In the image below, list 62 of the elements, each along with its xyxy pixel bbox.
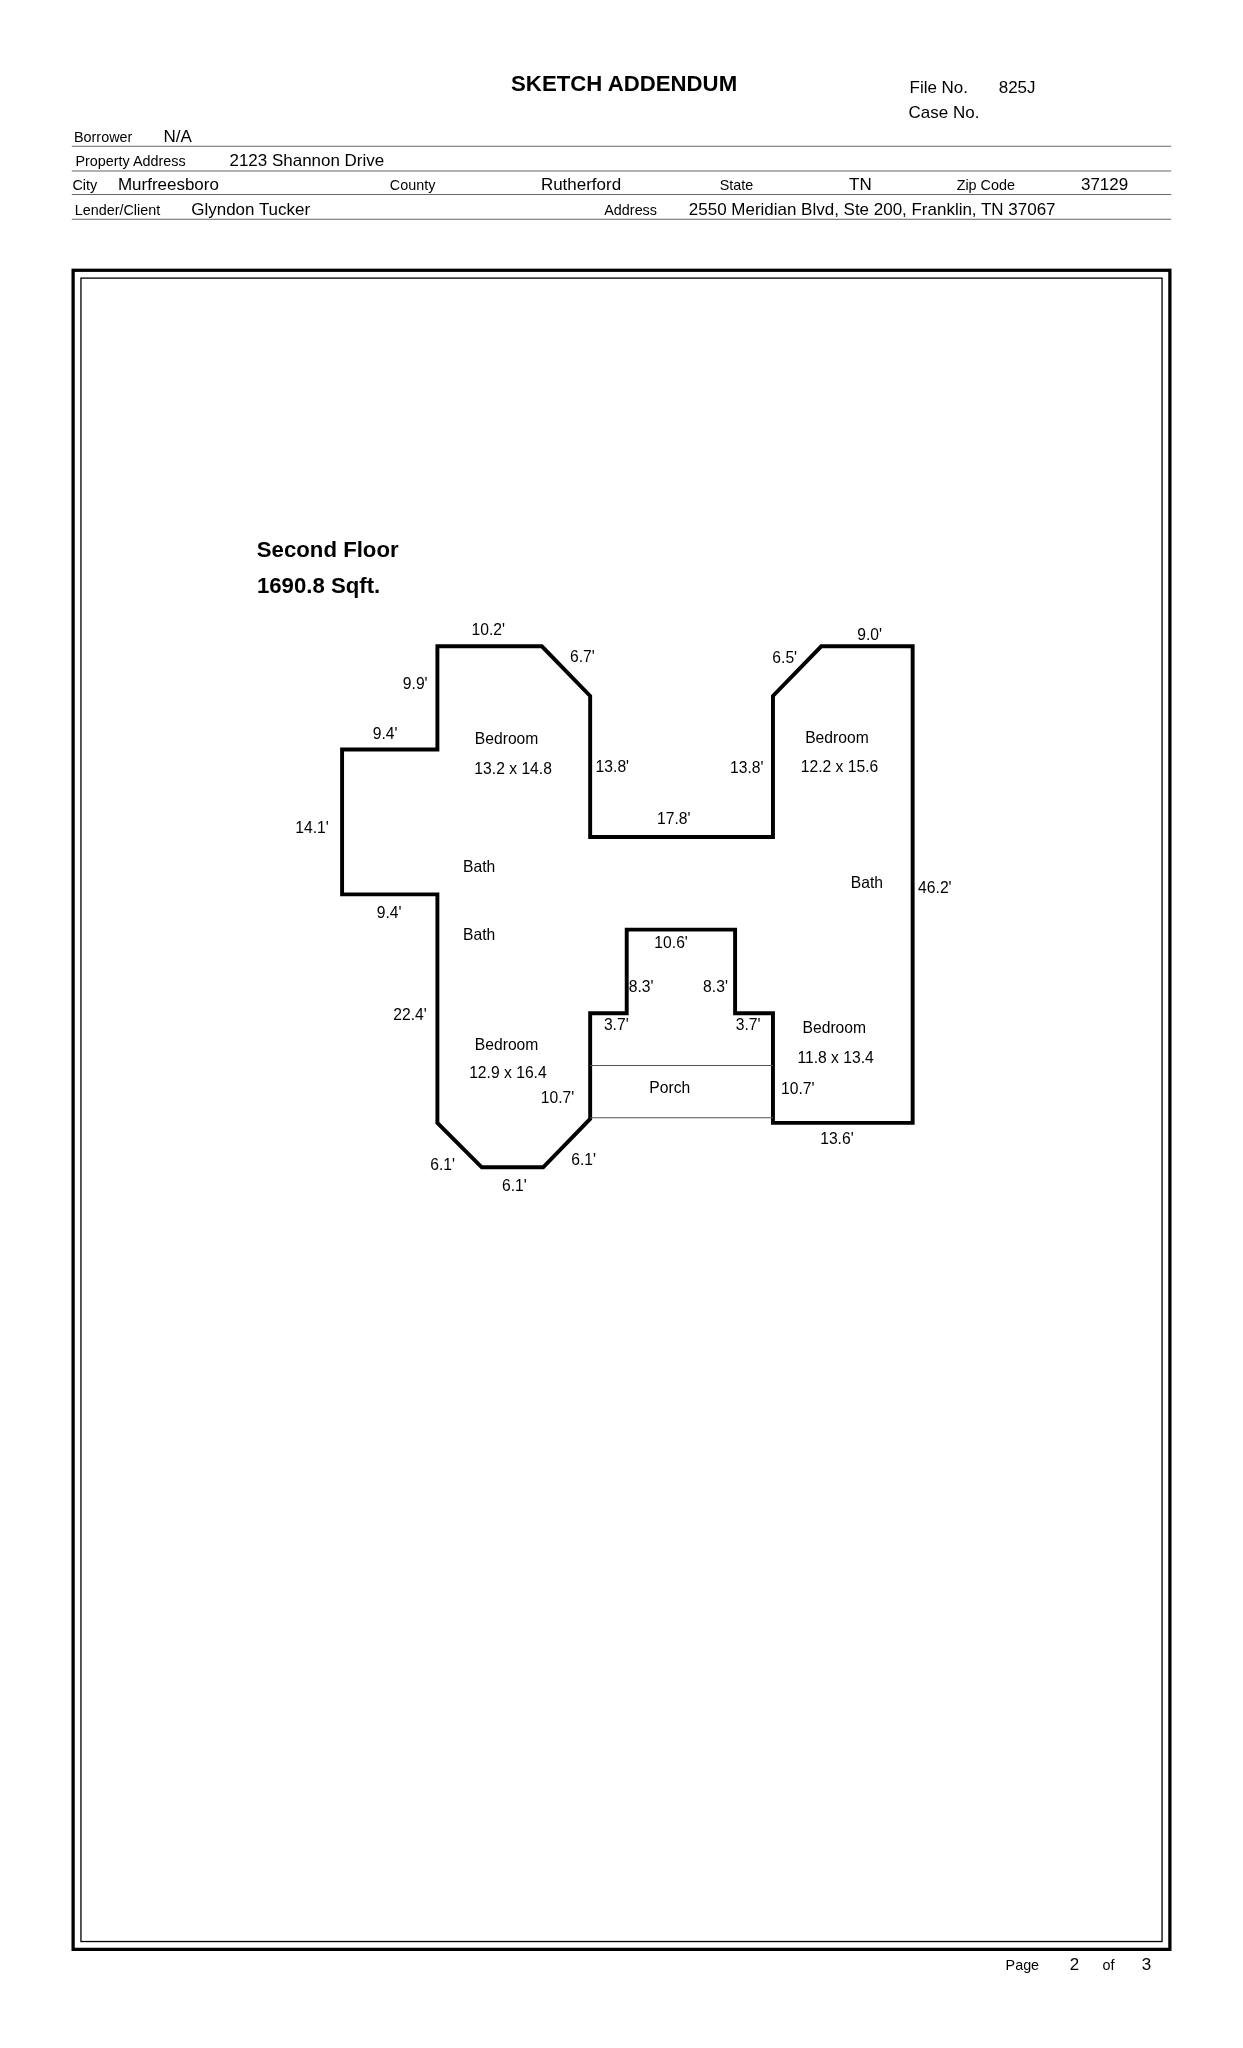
field-label: County [389, 178, 436, 193]
dimension-label: 6.7' [569, 648, 595, 665]
field-label: Property Address [75, 154, 186, 170]
dimension-label: 8.3' [628, 979, 654, 995]
field-label: Address [604, 203, 657, 218]
room-label: Bath [850, 874, 884, 891]
dimension-label: 8.3' [703, 979, 728, 995]
dimension-label: 3.7' [735, 1017, 761, 1033]
room-label: Bedroom [802, 1019, 867, 1036]
field-label: State [719, 178, 754, 193]
dimension-label: 10.7' [781, 1081, 815, 1097]
dimension-label: 6.1' [502, 1177, 527, 1194]
dimension-label: 10.2' [471, 621, 506, 638]
field-value: N/A [163, 127, 192, 145]
dimension-label: 46.2' [918, 880, 952, 896]
page-title: SKETCH ADDENDUM [511, 72, 738, 95]
page-number: 3 [1141, 1955, 1152, 1973]
field-label: Lender/Client [74, 203, 161, 218]
dimension-label: 10.7' [540, 1090, 575, 1106]
field-value: 2550 Meridian Blvd, Ste 200, Franklin, TN 37067 [688, 200, 1056, 218]
room-size: 12.2 x 15.6 [800, 758, 879, 775]
dimension-label: 10.6' [654, 934, 688, 951]
field-label: Case No. [908, 103, 980, 121]
dimension-label: 9.4' [376, 904, 402, 921]
page-label: Page [1005, 1957, 1040, 1973]
dimension-label: 9.9' [402, 676, 428, 692]
dimension-label: 3.7' [603, 1017, 629, 1033]
field-label: Borrower [74, 129, 133, 145]
room-label: Porch [649, 1079, 691, 1096]
room-size: 13.2 x 14.8 [474, 761, 552, 777]
page-label: of [1102, 1957, 1115, 1973]
dimension-label: 9.0' [857, 626, 882, 643]
field-value: Glyndon Tucker [191, 200, 311, 218]
room-label: Bath [463, 859, 496, 875]
room-label: Bedroom [805, 729, 869, 746]
room-size: 11.8 x 13.4 [797, 1049, 874, 1066]
field-value: TN [849, 175, 872, 193]
dimension-label: 13.6' [820, 1130, 854, 1147]
page-number: 2 [1069, 1955, 1080, 1973]
dimension-label: 9.4' [372, 725, 398, 742]
area-total: 1690.8 Sqft. [256, 575, 381, 598]
dimension-label: 13.8' [730, 759, 764, 776]
field-value: Rutherford [540, 175, 622, 193]
dimension-label: 22.4' [393, 1006, 427, 1023]
dimension-label: 6.1' [571, 1151, 597, 1168]
field-value: 2123 Shannon Drive [229, 152, 385, 170]
field-label: City [72, 178, 98, 193]
field-value: 37129 [1081, 175, 1129, 193]
field-value: Murfreesboro [117, 175, 219, 193]
dimension-label: 6.1' [430, 1156, 455, 1173]
field-value: 825J [998, 79, 1036, 96]
room-label: Bath [463, 927, 496, 943]
dimension-label: 14.1' [295, 819, 329, 836]
dimension-label: 6.5' [772, 650, 798, 666]
room-label: Bedroom [474, 1036, 539, 1053]
dimension-label: 17.8' [657, 810, 691, 827]
field-label: Zip Code [956, 178, 1015, 193]
floor-heading: Second Floor [256, 538, 399, 561]
dimension-label: 13.8' [595, 758, 630, 775]
room-size: 12.9 x 16.4 [469, 1065, 547, 1082]
room-label: Bedroom [474, 731, 539, 747]
field-label: File No. [909, 79, 968, 96]
